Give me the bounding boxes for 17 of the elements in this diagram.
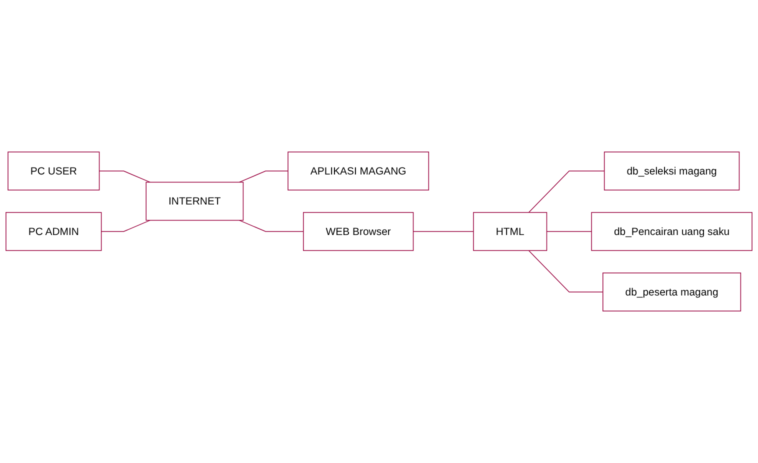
node-box: APLIKASI MAGANG bbox=[288, 152, 430, 190]
connector bbox=[238, 170, 288, 183]
connector bbox=[412, 231, 474, 232]
connector bbox=[528, 170, 605, 213]
node-box: PC USER bbox=[8, 152, 100, 190]
connector bbox=[528, 250, 604, 292]
node-box: db_seleksi magang bbox=[604, 152, 740, 190]
node-box: PC ADMIN bbox=[6, 212, 102, 251]
connector bbox=[238, 220, 304, 232]
node-box: db_Pencairan uang saku bbox=[591, 212, 752, 251]
connector bbox=[100, 220, 150, 232]
connector bbox=[98, 170, 150, 183]
node-box: WEB Browser bbox=[303, 212, 414, 251]
node-box: INTERNET bbox=[146, 182, 244, 221]
node-box: db_peserta magang bbox=[602, 272, 742, 312]
node-box: HTML bbox=[473, 212, 548, 251]
connector bbox=[546, 231, 592, 232]
